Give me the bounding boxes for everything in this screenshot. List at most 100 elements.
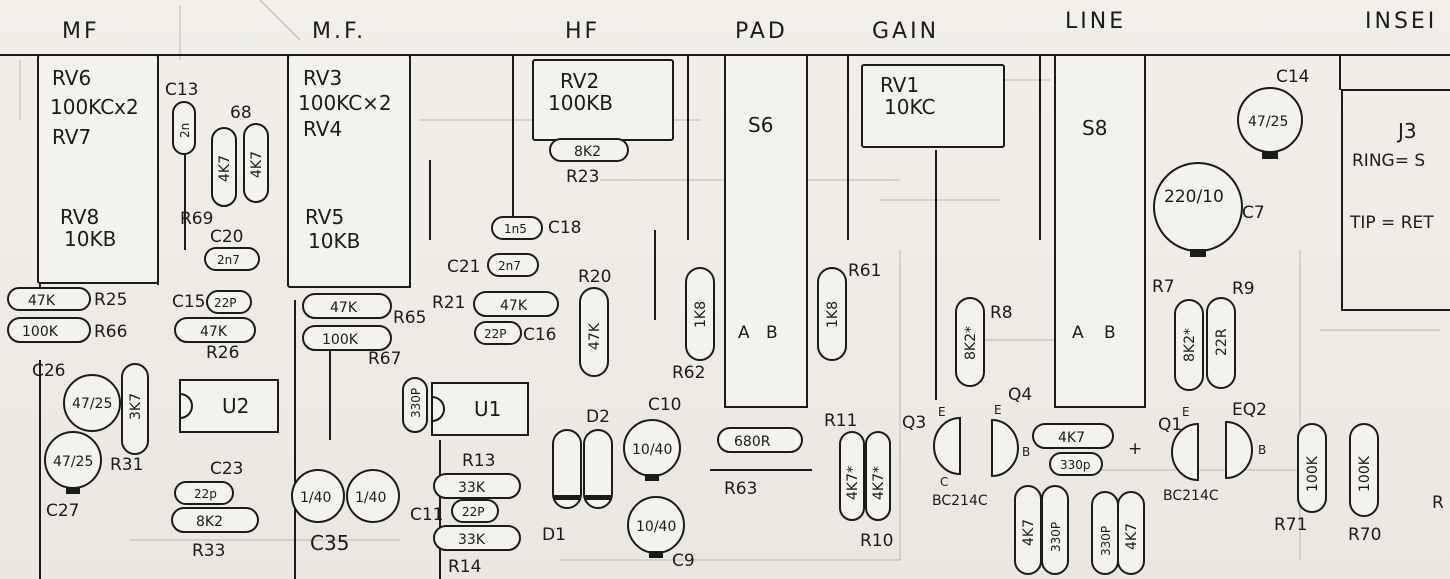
pot-rv2: RV2 100KB	[532, 59, 674, 141]
pill-c15: 22P C15	[172, 290, 252, 314]
c15-label: C15	[172, 292, 206, 312]
jack-j3: J3 RING= S TIP = RET	[1341, 89, 1450, 311]
pill-q4cap: 330p	[1049, 452, 1103, 476]
header-insert: INSEI	[1365, 9, 1437, 34]
c13-value: 2n	[178, 123, 192, 138]
c26-value: 47/25	[72, 396, 112, 412]
pill-c21: 2n7 C21	[447, 253, 539, 277]
vpill-lowc2: 330P	[1091, 491, 1119, 575]
pill-r26: 47K R26	[174, 317, 256, 363]
q3-e: E	[938, 405, 946, 419]
c14-label: C14	[1276, 67, 1310, 87]
c35a-value: 1/40	[300, 490, 331, 506]
switch-s8: S8 A B	[1054, 54, 1146, 408]
vpill-r20: 47K R20	[578, 267, 611, 377]
edge-r-label: R	[1432, 493, 1444, 513]
diode-d1: D1	[542, 429, 582, 545]
r21-value: 47K	[500, 298, 528, 314]
pill-c16: 22P C16	[474, 321, 557, 345]
c23-label: C23	[210, 459, 244, 479]
vpill-c13: 2n C13	[165, 80, 199, 155]
u1cap-value: 330P	[409, 388, 423, 418]
c11-value: 22P	[462, 505, 485, 519]
transistor-q4: Q4 E B	[991, 385, 1032, 478]
ecap-c26: 47/25 C26	[32, 361, 121, 432]
r66-value: 100K	[22, 324, 59, 340]
r61-value: 1K8	[825, 301, 841, 328]
c14-value: 47/25	[1248, 114, 1288, 130]
pill-r21: 47K R21	[432, 291, 559, 317]
r26-label: R26	[206, 343, 239, 363]
vpill-lowr2: 4K7	[1117, 491, 1145, 575]
pill-r13: 33K R13	[433, 451, 521, 499]
r25-value: 47K	[28, 293, 56, 309]
pill-r14: 33K R14	[433, 525, 521, 577]
rv7-label: RV7	[52, 125, 91, 149]
c26-label: C26	[32, 361, 66, 381]
r11-value: 4K7*	[845, 466, 861, 500]
r63-label: R63	[724, 479, 757, 499]
pill-r33: 8K2 R33	[171, 507, 259, 561]
pot-rv3-rv4: RV3 100KC×2 RV4 RV5 10KB	[287, 54, 411, 288]
c21-label: C21	[447, 257, 481, 277]
c10-value: 10/40	[632, 442, 672, 458]
header-gain: GAIN	[872, 19, 939, 44]
c20-value: 2n7	[217, 253, 240, 267]
r9-label: R9	[1232, 279, 1255, 299]
c10-label: C10	[648, 395, 682, 415]
c15-value: 22P	[214, 296, 237, 310]
rv2-label: RV2	[560, 69, 599, 93]
q1-plus: +	[1128, 439, 1142, 459]
c7-label: C7	[1242, 203, 1265, 223]
c16-label: C16	[523, 325, 557, 345]
r33-label: R33	[192, 541, 225, 561]
q3-part: BC214C	[932, 493, 988, 509]
rv6-label: RV6	[52, 66, 91, 90]
rv8-value: 10KB	[64, 227, 116, 251]
r10-value: 4K7*	[871, 466, 887, 500]
vpill-r69b: 4K7 68 R69	[180, 103, 269, 229]
r31-value: 3K7	[128, 393, 144, 420]
j3-label: J3	[1396, 119, 1417, 143]
vpill-r31: 3K7 R31	[110, 363, 149, 475]
r20-label: R20	[578, 267, 611, 287]
r66-label: R66	[94, 322, 127, 342]
transistor-q3: Q3 E C BC214C	[902, 405, 988, 509]
label-68: 68	[230, 103, 252, 123]
j3-tip: TIP = RET	[1349, 213, 1434, 233]
r33-value: 8K2	[196, 514, 223, 530]
vpill-r61: 1K8 R61	[817, 261, 881, 361]
header-hf: HF	[565, 19, 600, 44]
c18-label: C18	[548, 218, 582, 238]
pill-r65: 47K R65	[302, 293, 426, 328]
d2-label: D2	[586, 407, 610, 427]
ic-u2: U2	[179, 379, 279, 433]
c18-value: 1n5	[504, 222, 527, 236]
pot-rv1: RV1 10KC	[861, 64, 1005, 148]
r23-label: R23	[566, 167, 599, 187]
r69b-value: 4K7	[249, 151, 265, 178]
r7-value: 8K2*	[1182, 328, 1198, 362]
c7-value: 220/10	[1164, 187, 1224, 207]
r20-value: 47K	[587, 322, 603, 350]
r14-label: R14	[448, 557, 481, 577]
r13-value: 33K	[458, 480, 486, 496]
s8-label: S8	[1082, 116, 1107, 140]
c16-value: 22P	[484, 327, 507, 341]
ecap-c10: 10/40 C10	[623, 395, 682, 481]
rv3-value: 100KC×2	[298, 91, 392, 115]
module-dividers	[39, 55, 1341, 579]
rv1-label: RV1	[880, 73, 919, 97]
pill-r23: 8K2 R23	[549, 138, 629, 187]
pill-c11: 22P C11	[410, 499, 499, 525]
r67-value: 100K	[322, 332, 359, 348]
lowr1-value: 4K7	[1021, 519, 1037, 546]
d1-label: D1	[542, 525, 566, 545]
vpill-u1cap: 330P	[402, 377, 428, 433]
r8-value: 8K2*	[963, 326, 979, 360]
ecap-c14: 47/25 C14	[1237, 67, 1310, 159]
pill-r66: 100K R66	[7, 317, 127, 343]
q3-c: C	[940, 475, 948, 489]
ecap-c7: 220/10 C7	[1153, 162, 1265, 257]
c27-value: 47/25	[53, 454, 93, 470]
